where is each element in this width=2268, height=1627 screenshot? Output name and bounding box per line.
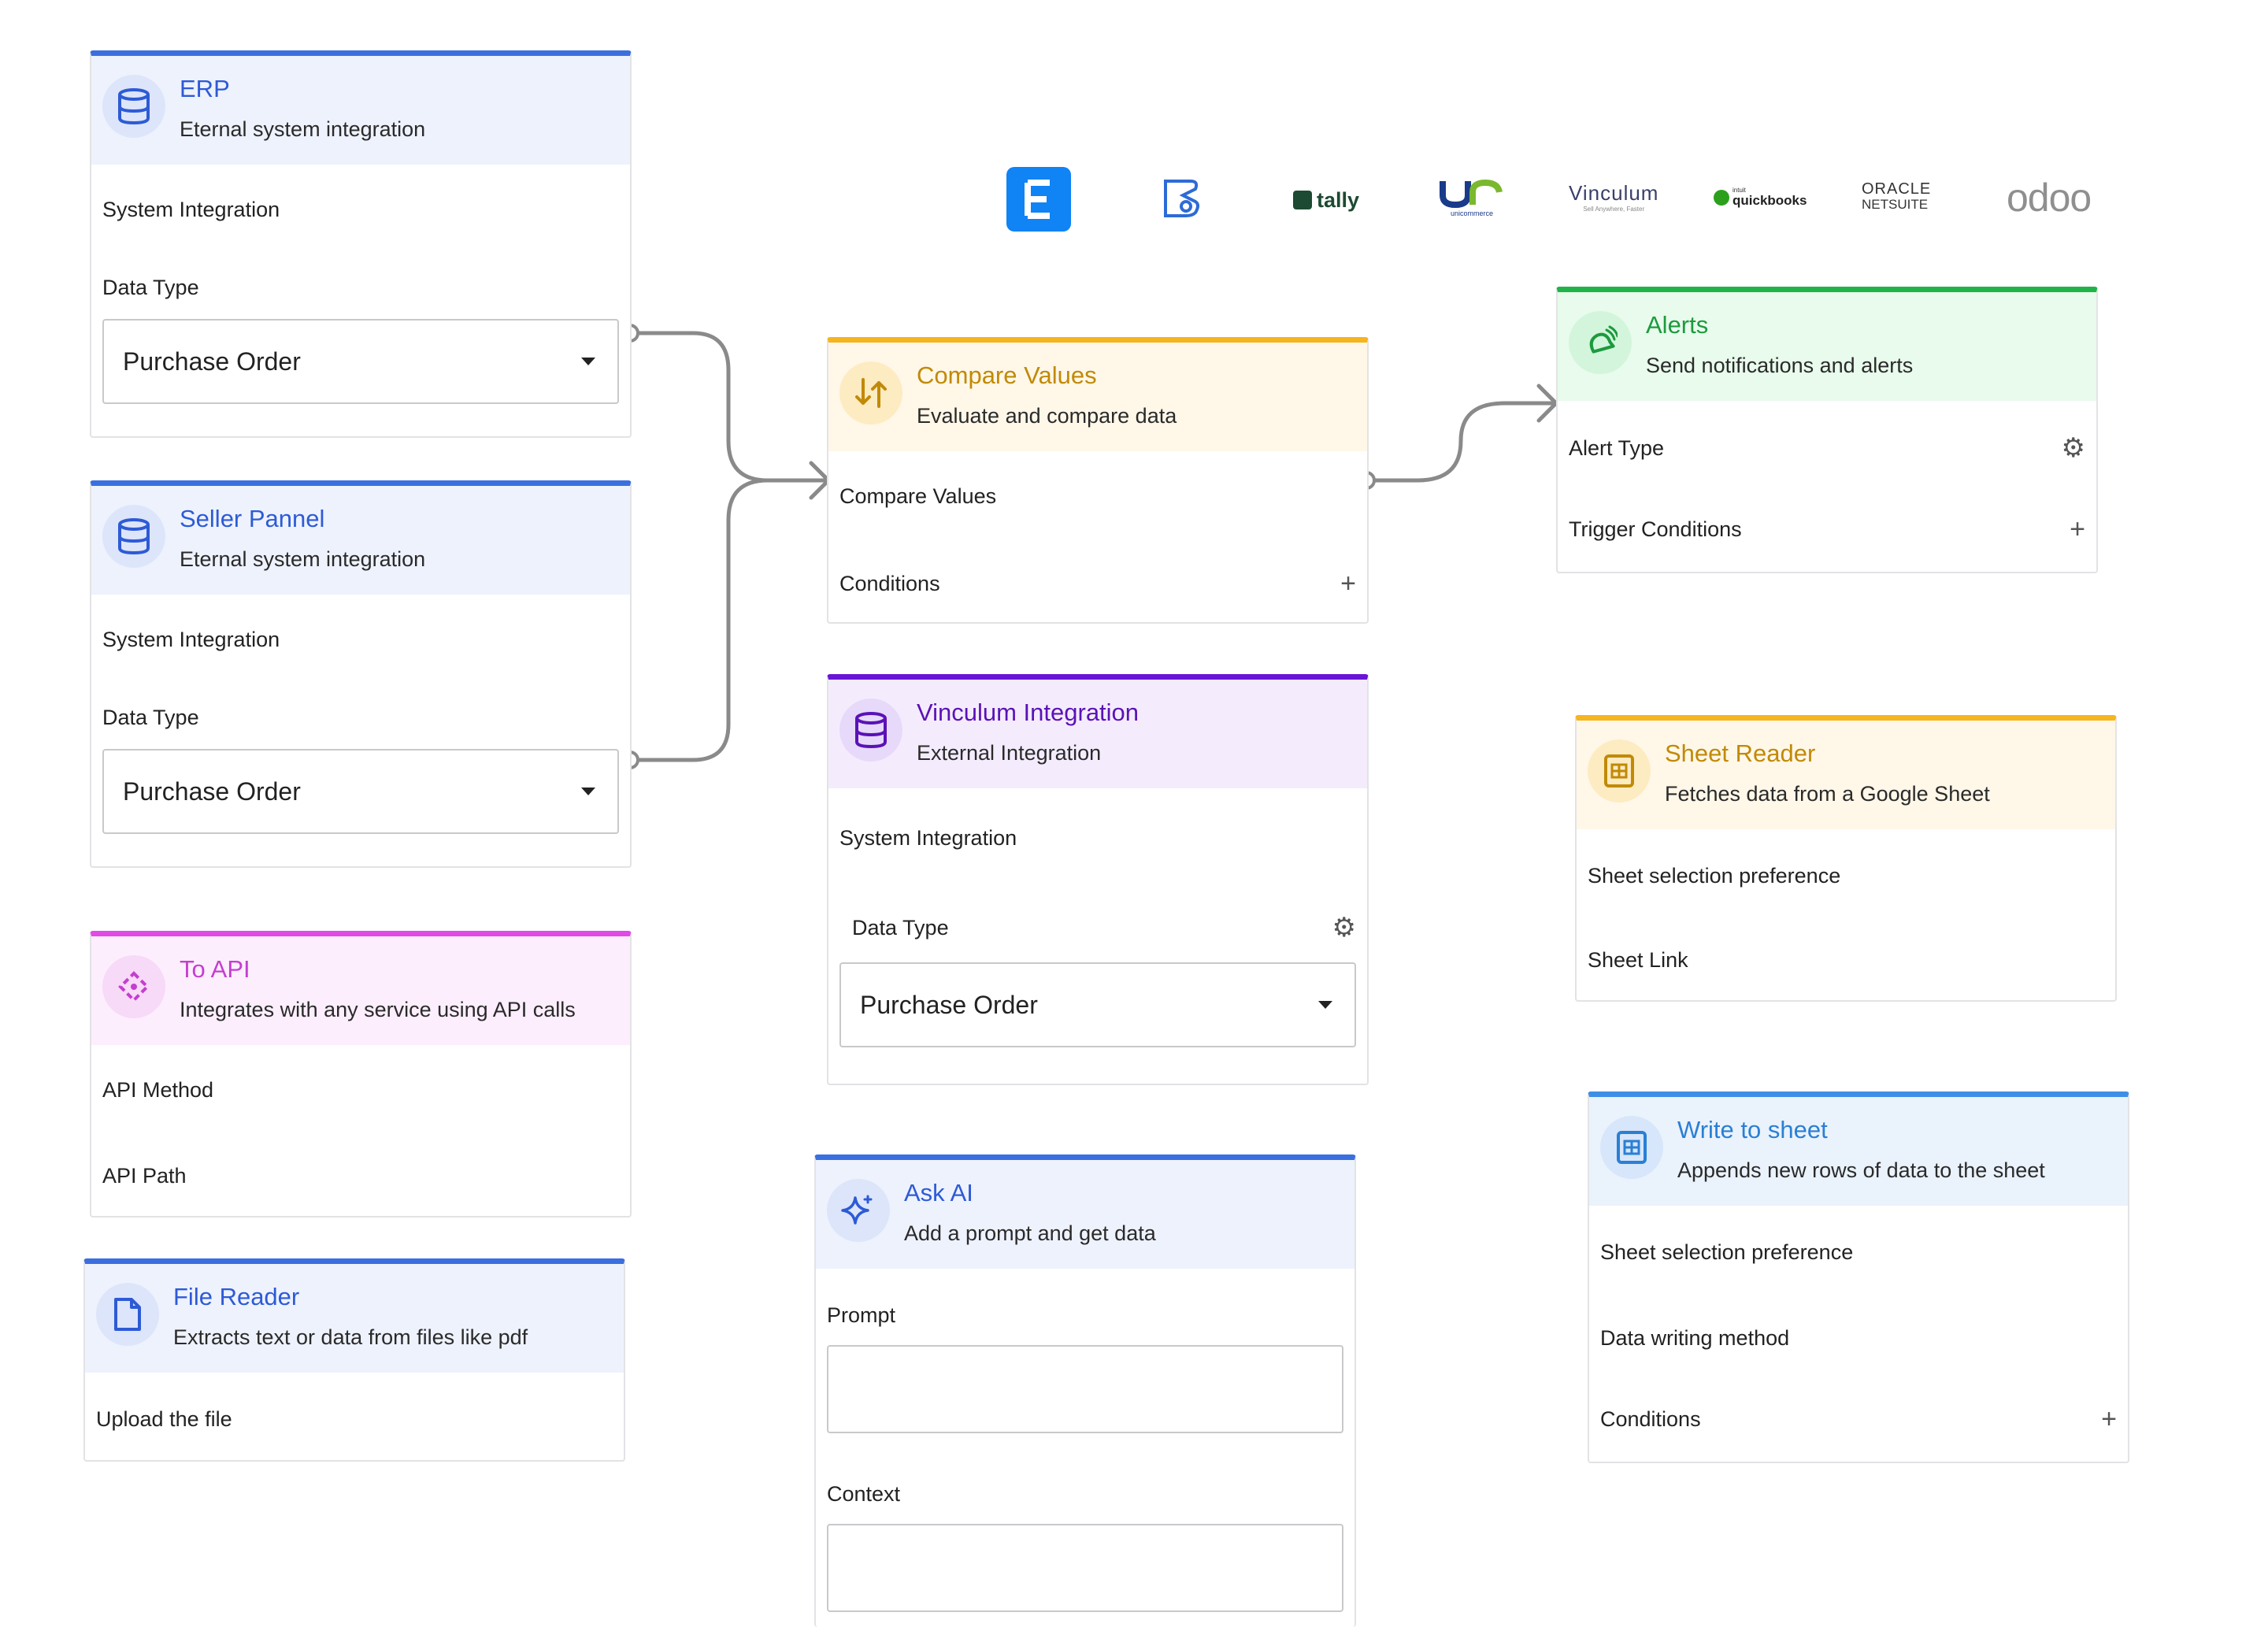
logo-unicommerce[interactable]: unicommerce: [1438, 178, 1506, 217]
system-integration-label: System Integration: [102, 628, 280, 651]
erp-node[interactable]: ERP Eternal system integration System In…: [90, 50, 632, 438]
sheet-reader-subtitle: Fetches data from a Google Sheet: [1665, 782, 1990, 806]
alerts-subtitle: Send notifications and alerts: [1646, 354, 1914, 377]
data-type-row: Data Type ⚙: [852, 913, 1356, 943]
conditions-row: Conditions +: [1600, 1404, 2117, 1434]
tally-icon: [1293, 191, 1312, 209]
vinculum-data-type-select[interactable]: Purchase Order: [839, 962, 1356, 1047]
gear-icon[interactable]: ⚙: [2061, 433, 2085, 463]
vinculum-title: Vinculum Integration: [917, 699, 1140, 726]
compare-values-label: Compare Values: [839, 484, 997, 508]
seller-title: Seller Pannel: [180, 505, 325, 532]
vinculum-integration-node[interactable]: Vinculum Integration External Integratio…: [827, 674, 1369, 1085]
erp-data-type-select[interactable]: Purchase Order: [102, 319, 619, 404]
connector-erp-to-compare: [628, 331, 828, 483]
logo-vinculum[interactable]: Vinculum Sell Anywhere, Faster: [1569, 181, 1659, 213]
conditions-row: Conditions +: [839, 569, 1356, 599]
write-sheet-subtitle: Appends new rows of data to the sheet: [1677, 1158, 2045, 1182]
prompt-label: Prompt: [827, 1303, 896, 1327]
api-path-label: API Path: [102, 1164, 187, 1188]
api-method-label: API Method: [102, 1078, 214, 1102]
database-icon: [102, 75, 165, 138]
context-label: Context: [827, 1482, 901, 1506]
to-api-subtitle: Integrates with any service using API ca…: [180, 998, 576, 1021]
caret-down-icon: [1318, 1001, 1332, 1009]
seller-data-type-select[interactable]: Purchase Order: [102, 749, 619, 834]
compare-title: Compare Values: [917, 361, 1097, 389]
add-condition-icon[interactable]: +: [2101, 1404, 2117, 1434]
write-sheet-title: Write to sheet: [1677, 1116, 1828, 1143]
file-reader-title: File Reader: [173, 1283, 300, 1310]
file-reader-node[interactable]: File Reader Extracts text or data from f…: [83, 1258, 625, 1462]
file-icon: [96, 1283, 159, 1346]
compare-icon: [839, 361, 902, 424]
prompt-input[interactable]: [827, 1345, 1343, 1433]
sparkle-icon: [827, 1179, 890, 1242]
ask-ai-title: Ask AI: [904, 1179, 973, 1206]
system-integration-label: System Integration: [839, 826, 1017, 850]
erp-title: ERP: [180, 75, 230, 102]
gear-icon[interactable]: ⚙: [1332, 913, 1356, 943]
alerts-title: Alerts: [1646, 311, 1709, 339]
seller-pannel-node[interactable]: Seller Pannel Eternal system integration…: [90, 480, 632, 868]
database-icon: [839, 699, 902, 762]
unicommerce-icon: [1440, 179, 1503, 209]
seller-subtitle: Eternal system integration: [180, 547, 426, 571]
sheet-selection-preference-label: Sheet selection preference: [1588, 864, 1841, 888]
connector-seller-to-compare: [628, 478, 828, 762]
compare-values-node[interactable]: Compare Values Evaluate and compare data…: [827, 337, 1369, 624]
data-writing-method-label: Data writing method: [1600, 1326, 1790, 1350]
data-type-label: Data Type: [102, 706, 199, 729]
write-to-sheet-node[interactable]: Write to sheet Appends new rows of data …: [1588, 1091, 2129, 1463]
file-reader-subtitle: Extracts text or data from files like pd…: [173, 1325, 528, 1349]
sheet-selection-preference-label: Sheet selection preference: [1600, 1240, 1854, 1264]
sheet-reader-title: Sheet Reader: [1665, 739, 1816, 767]
logo-quickbooks[interactable]: intuit quickbooks: [1714, 187, 1807, 207]
alert-type-row: Alert Type ⚙: [1569, 433, 2085, 463]
compare-subtitle: Evaluate and compare data: [917, 404, 1177, 428]
sheet-icon: [1588, 739, 1651, 802]
vinculum-subtitle: External Integration: [917, 741, 1102, 765]
sheet-icon: [1600, 1116, 1663, 1179]
sheet-link-label: Sheet Link: [1588, 948, 1688, 972]
logo-tally[interactable]: tally: [1293, 184, 1359, 216]
api-icon: [102, 955, 165, 1018]
add-trigger-icon[interactable]: +: [2070, 514, 2085, 544]
to-api-title: To API: [180, 955, 250, 983]
system-integration-label: System Integration: [102, 198, 280, 221]
database-icon: [102, 505, 165, 568]
logo-odoo[interactable]: odoo: [2007, 176, 2092, 220]
to-api-node[interactable]: To API Integrates with any service using…: [90, 931, 632, 1217]
ask-ai-node[interactable]: Ask AI Add a prompt and get data Prompt …: [814, 1154, 1356, 1627]
bell-icon: [1569, 311, 1632, 374]
alerts-node[interactable]: Alerts Send notifications and alerts Ale…: [1556, 287, 2098, 573]
caret-down-icon: [581, 788, 595, 795]
upload-file-label[interactable]: Upload the file: [96, 1407, 232, 1431]
context-input[interactable]: [827, 1524, 1343, 1612]
ask-ai-subtitle: Add a prompt and get data: [904, 1221, 1156, 1245]
trigger-conditions-row: Trigger Conditions +: [1569, 514, 2085, 544]
data-type-label: Data Type: [102, 276, 199, 299]
erp-subtitle: Eternal system integration: [180, 117, 426, 141]
logo-e-icon[interactable]: [1006, 167, 1071, 232]
sheet-reader-node[interactable]: Sheet Reader Fetches data from a Google …: [1575, 715, 2117, 1002]
caret-down-icon: [581, 358, 595, 365]
connector-compare-to-alerts: [1364, 401, 1555, 483]
logo-oracle-netsuite[interactable]: ORACLE NETSUITE: [1862, 180, 1932, 212]
logo-zoho-books-icon[interactable]: [1158, 175, 1205, 222]
quickbooks-icon: [1714, 189, 1729, 206]
add-condition-icon[interactable]: +: [1340, 569, 1356, 599]
